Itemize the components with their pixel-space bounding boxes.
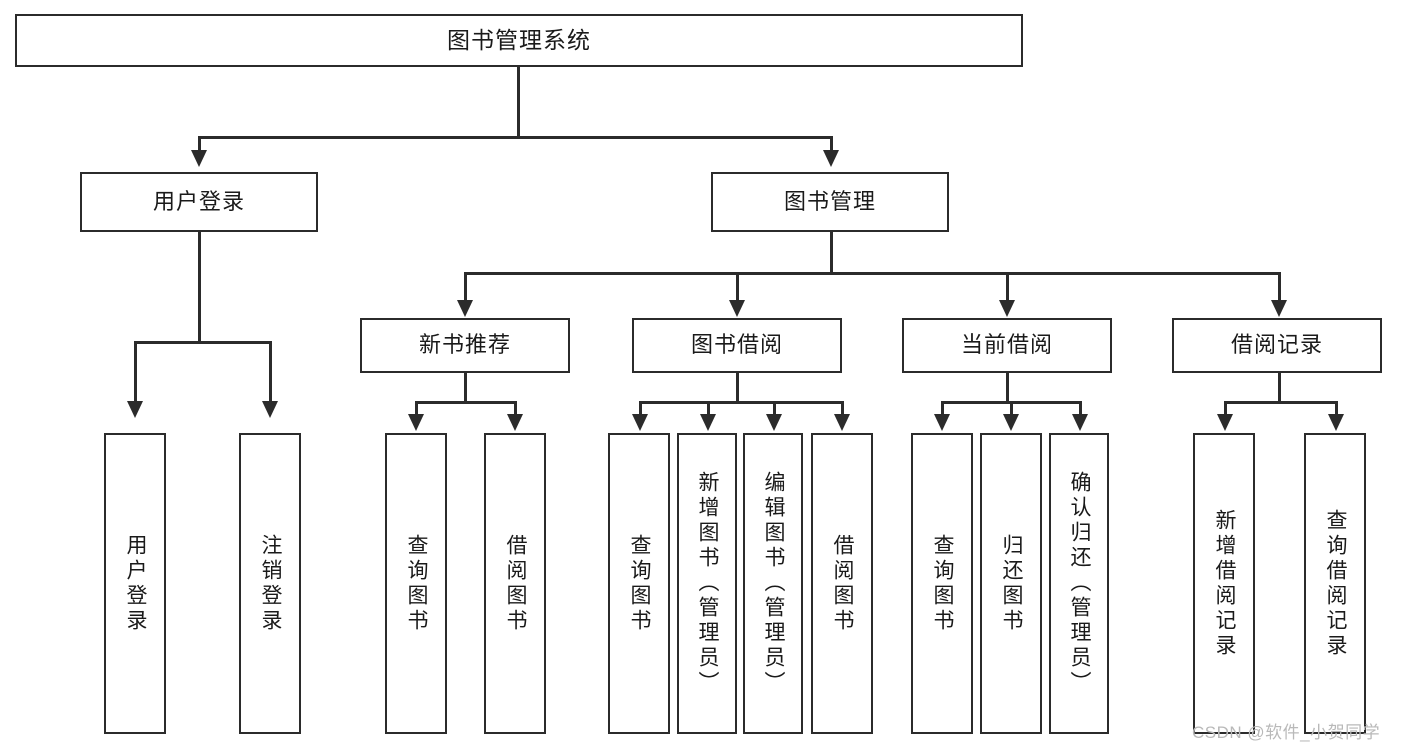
connector-drop-borrow-record <box>1278 272 1281 302</box>
arrowhead-leaf-borrow-book-1 <box>507 414 523 431</box>
node-label: 新书推荐 <box>418 332 511 358</box>
node-label: 图书借阅 <box>690 332 783 358</box>
connector-drop-current-borrow <box>1006 272 1009 302</box>
node-label: 查询借阅记录 <box>1324 508 1348 659</box>
arrowhead-leaf-confirm-return <box>1072 414 1088 431</box>
arrowhead-leaf-borrow-book-2 <box>834 414 850 431</box>
arrowhead-book-borrow <box>729 300 745 317</box>
connector-drop-leaf-query-book-3 <box>941 401 944 416</box>
connector-drop-new-book-recommend <box>464 272 467 302</box>
leaf-borrow-book-2[interactable]: 借阅图书 <box>811 433 873 734</box>
leaf-query-book-1[interactable]: 查询图书 <box>385 433 447 734</box>
connector-current-borrow-stem <box>1006 373 1009 403</box>
connector-borrow-record-bar <box>1224 401 1337 404</box>
arrowhead-user-login <box>191 150 207 167</box>
connector-level1-drop-book <box>830 136 833 152</box>
connector-borrow-record-stem <box>1278 373 1281 403</box>
connector-drop-leaf-user-login <box>134 341 137 403</box>
arrowhead-current-borrow <box>999 300 1015 317</box>
connector-new-book-recommend-stem <box>464 373 467 403</box>
arrowhead-leaf-return-book <box>1003 414 1019 431</box>
connector-book-management-stem <box>830 232 833 274</box>
node-label: 借阅图书 <box>504 533 528 634</box>
node-label: 新增借阅记录 <box>1213 508 1237 659</box>
node-label: 用户登录 <box>124 533 148 634</box>
connector-drop-book-borrow <box>736 272 739 302</box>
connector-drop-leaf-add-record <box>1224 401 1227 416</box>
arrowhead-leaf-user-login <box>127 401 143 418</box>
connector-level2-bar <box>464 272 1281 275</box>
leaf-add-book[interactable]: 新增图书（管理员） <box>677 433 737 734</box>
connector-drop-leaf-query-record <box>1335 401 1338 416</box>
connector-drop-leaf-confirm-return <box>1079 401 1082 416</box>
connector-user-login-stem <box>198 232 201 343</box>
leaf-borrow-book-1[interactable]: 借阅图书 <box>484 433 546 734</box>
arrowhead-leaf-query-record <box>1328 414 1344 431</box>
connector-drop-leaf-query-book-2 <box>639 401 642 416</box>
connector-user-login-bar <box>134 341 270 344</box>
node-label: 用户登录 <box>152 188 245 214</box>
connector-level1-bar <box>198 136 832 139</box>
node-label: 查询图书 <box>405 533 429 634</box>
node-user-login[interactable]: 用户登录 <box>80 172 318 232</box>
connector-drop-leaf-query-book-1 <box>415 401 418 416</box>
connector-drop-leaf-add-book <box>707 401 710 416</box>
connector-book-borrow-stem <box>736 373 739 403</box>
leaf-user-login[interactable]: 用户登录 <box>104 433 166 734</box>
leaf-return-book[interactable]: 归还图书 <box>980 433 1042 734</box>
node-label: 查询图书 <box>931 533 955 634</box>
node-book-borrow[interactable]: 图书借阅 <box>632 318 842 373</box>
arrowhead-leaf-add-record <box>1217 414 1233 431</box>
node-label: 图书管理 <box>783 188 876 214</box>
node-label: 借阅记录 <box>1230 332 1323 358</box>
arrowhead-leaf-query-book-2 <box>632 414 648 431</box>
leaf-user-logout[interactable]: 注销登录 <box>239 433 301 734</box>
leaf-query-book-2[interactable]: 查询图书 <box>608 433 670 734</box>
node-label: 编辑图书（管理员） <box>762 471 786 696</box>
node-label: 当前借阅 <box>960 332 1053 358</box>
arrowhead-book-management <box>823 150 839 167</box>
leaf-add-record[interactable]: 新增借阅记录 <box>1193 433 1255 734</box>
arrowhead-leaf-query-book-1 <box>408 414 424 431</box>
connector-drop-leaf-borrow-book-2 <box>841 401 844 416</box>
node-label: 新增图书（管理员） <box>696 471 720 696</box>
connector-drop-leaf-return-book <box>1010 401 1013 416</box>
leaf-edit-book[interactable]: 编辑图书（管理员） <box>743 433 803 734</box>
connector-drop-leaf-edit-book <box>773 401 776 416</box>
node-label: 注销登录 <box>259 533 283 634</box>
connector-level1-drop-user <box>198 136 201 152</box>
node-new-book-recommend[interactable]: 新书推荐 <box>360 318 570 373</box>
node-label: 确认归还（管理员） <box>1068 471 1092 696</box>
watermark-text: CSDN @软件_小贺同学 <box>1192 723 1381 742</box>
node-label: 图书管理系统 <box>447 26 591 53</box>
leaf-query-record[interactable]: 查询借阅记录 <box>1304 433 1366 734</box>
connector-new-book-recommend-bar <box>415 401 516 404</box>
arrowhead-leaf-user-logout <box>262 401 278 418</box>
connector-drop-leaf-user-logout <box>269 341 272 403</box>
node-label: 查询图书 <box>628 533 652 634</box>
leaf-query-book-3[interactable]: 查询图书 <box>911 433 973 734</box>
arrowhead-borrow-record <box>1271 300 1287 317</box>
node-book-management[interactable]: 图书管理 <box>711 172 949 232</box>
node-label: 借阅图书 <box>831 533 855 634</box>
node-root-system[interactable]: 图书管理系统 <box>15 14 1023 67</box>
leaf-confirm-return[interactable]: 确认归还（管理员） <box>1049 433 1109 734</box>
node-borrow-record[interactable]: 借阅记录 <box>1172 318 1382 373</box>
node-current-borrow[interactable]: 当前借阅 <box>902 318 1112 373</box>
arrowhead-leaf-add-book <box>700 414 716 431</box>
arrowhead-new-book-recommend <box>457 300 473 317</box>
arrowhead-leaf-edit-book <box>766 414 782 431</box>
node-label: 归还图书 <box>1000 533 1024 634</box>
connector-root-stem <box>517 67 520 138</box>
arrowhead-leaf-query-book-3 <box>934 414 950 431</box>
connector-book-borrow-bar <box>639 401 843 404</box>
connector-drop-leaf-borrow-book-1 <box>514 401 517 416</box>
